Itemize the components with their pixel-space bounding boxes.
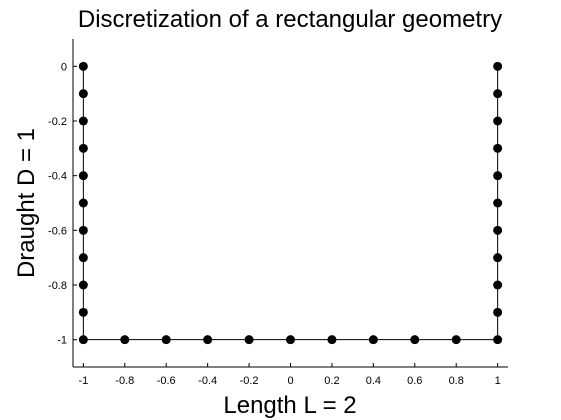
data-point xyxy=(493,335,503,345)
data-point xyxy=(78,253,88,263)
x-tick-label: -1 xyxy=(78,375,88,387)
data-point xyxy=(286,335,295,345)
data-point xyxy=(78,198,88,208)
data-point xyxy=(410,335,420,345)
data-point xyxy=(78,280,88,290)
y-ticks: 0 -0.2 -0.4 -0.6 -0.8 -1 xyxy=(48,61,77,347)
data-point xyxy=(78,89,88,99)
data-point xyxy=(78,225,88,235)
x-tick-label: -0.4 xyxy=(198,375,217,387)
data-point xyxy=(327,335,337,345)
x-tick-label: -0.2 xyxy=(240,375,259,387)
data-point xyxy=(493,116,503,126)
data-point xyxy=(78,335,88,345)
data-point xyxy=(493,61,503,71)
data-point xyxy=(493,280,503,290)
data-point xyxy=(78,143,88,153)
x-tick-label: 0.8 xyxy=(449,375,464,387)
y-tick-label: -0.6 xyxy=(48,225,67,237)
y-tick-label: -0.2 xyxy=(48,116,67,128)
data-point xyxy=(78,116,88,126)
data-point xyxy=(493,171,503,181)
data-point xyxy=(493,253,503,263)
data-point xyxy=(120,335,130,345)
x-tick-label: 0.4 xyxy=(366,375,381,387)
y-tick-label: -0.8 xyxy=(48,280,67,292)
x-tick-label: -0.8 xyxy=(115,375,134,387)
x-ticks: -1 -0.8 -0.6 -0.4 -0.2 0 0.2 0.4 0.6 0.8 1 xyxy=(78,363,501,387)
y-tick-label: -1 xyxy=(57,335,67,347)
x-tick-label: 0 xyxy=(287,375,293,387)
data-point xyxy=(493,198,503,208)
x-tick-label: 1 xyxy=(495,375,501,387)
chart-title: Discretization of a rectangular geometry xyxy=(78,6,502,33)
data-point xyxy=(493,225,503,235)
y-tick-label: 0 xyxy=(61,61,67,73)
x-tick-label: 0.6 xyxy=(407,375,422,387)
series-layer xyxy=(78,61,503,345)
data-point xyxy=(78,61,88,71)
data-point xyxy=(493,143,503,153)
data-point xyxy=(161,335,171,345)
data-point xyxy=(451,335,461,345)
data-point xyxy=(368,335,378,345)
x-tick-label: -0.6 xyxy=(157,375,176,387)
data-point xyxy=(493,307,503,317)
data-point xyxy=(78,171,88,181)
series-line xyxy=(82,66,499,341)
x-tick-label: 0.2 xyxy=(324,375,339,387)
data-point xyxy=(78,307,88,317)
data-point xyxy=(493,89,503,99)
y-axis-label: Draught D = 1 xyxy=(13,128,40,278)
y-tick-label: -0.4 xyxy=(48,171,67,183)
data-point xyxy=(203,335,213,345)
x-axis-label: Length L = 2 xyxy=(223,392,356,419)
data-point xyxy=(244,335,254,345)
